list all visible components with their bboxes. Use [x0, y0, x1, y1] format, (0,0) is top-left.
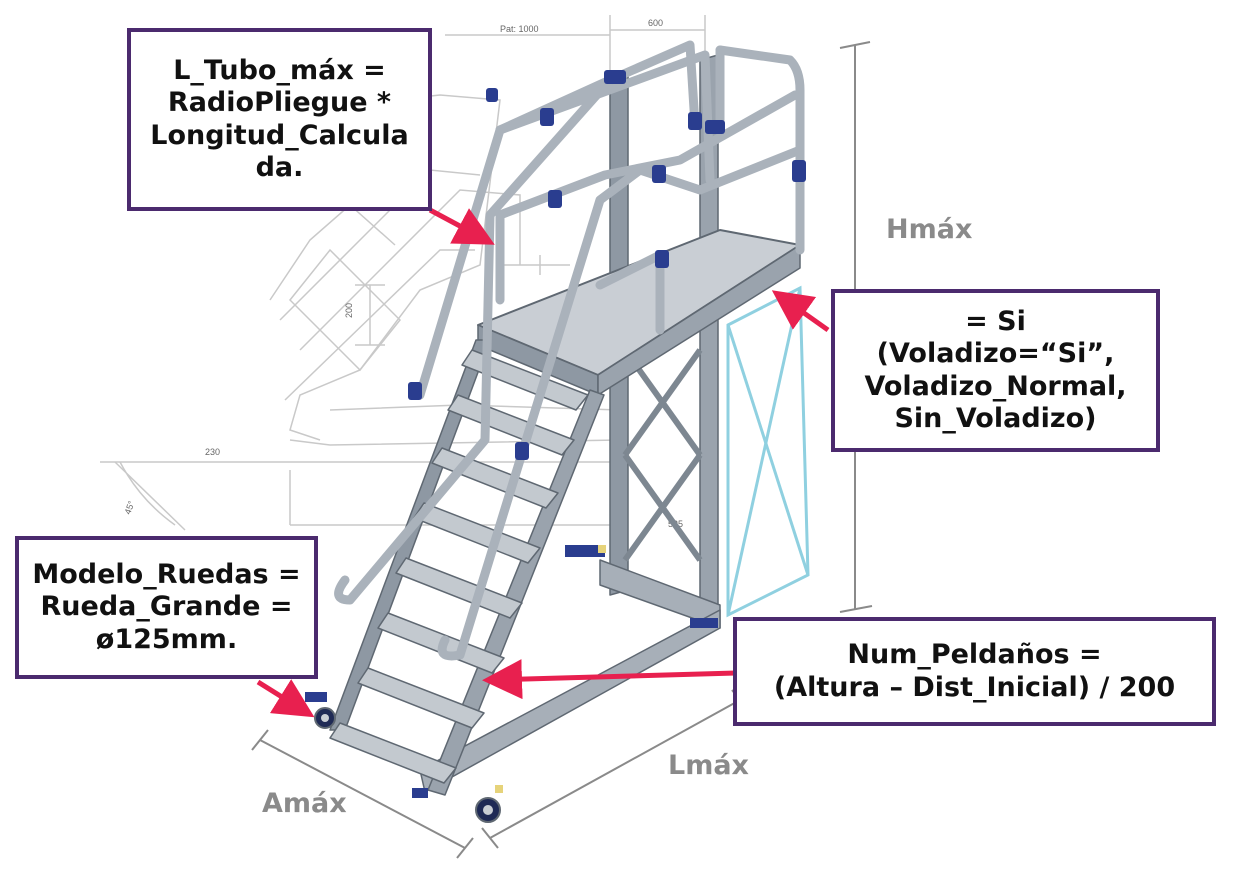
ladder-structure — [305, 40, 806, 823]
label-600: 600 — [648, 18, 663, 28]
callout-steps: Num_Peldaños = (Altura – Dist_Inicial) /… — [733, 617, 1216, 726]
callout-wheels: Modelo_Ruedas = Rueda_Grande = ø125mm. — [15, 536, 318, 679]
pointer-arrows — [256, 207, 830, 718]
label-200: 200 — [344, 303, 354, 318]
arrow-icon — [482, 659, 737, 700]
callout-cantilever: = Si (Voladizo=“Si”, Voladizo_Normal, Si… — [831, 289, 1160, 452]
length-label: Lmáx — [668, 750, 749, 781]
label-pat: Pat: 1000 — [500, 24, 539, 34]
label-230: 230 — [205, 447, 220, 457]
width-dimension-line — [259, 739, 466, 849]
arrow-icon — [428, 207, 495, 245]
height-label: Hmáx — [886, 214, 973, 245]
callout-tube-length: L_Tubo_máx = RadioPliegue * Longitud_Cal… — [127, 28, 432, 211]
wheel-icon — [305, 545, 718, 823]
length-dimension-line — [489, 699, 741, 839]
arrow-icon — [256, 679, 315, 718]
arrow-icon — [771, 290, 830, 333]
cantilever-frame — [726, 285, 810, 618]
clamp-icon — [408, 70, 806, 460]
label-45: 45° — [122, 499, 136, 516]
width-label: Amáx — [262, 788, 347, 819]
